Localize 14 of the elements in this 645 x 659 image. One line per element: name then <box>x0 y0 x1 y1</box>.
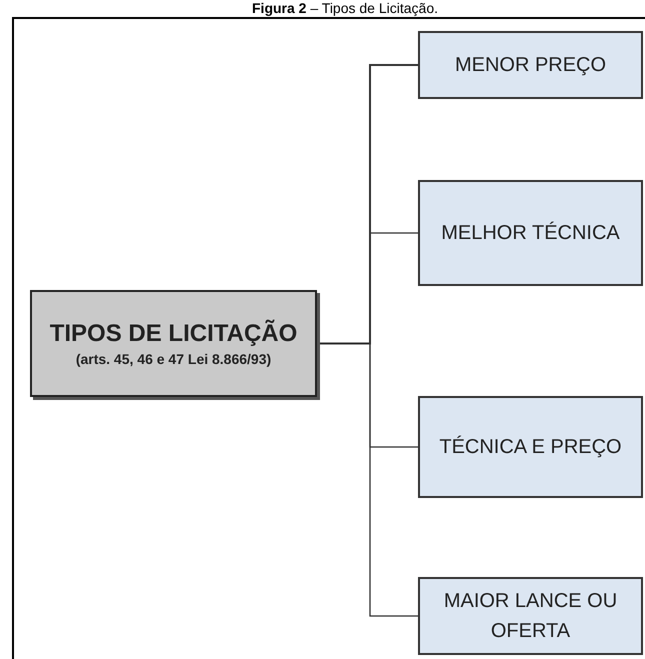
connector-line <box>317 342 418 617</box>
root-title: TIPOS DE LICITAÇÃO <box>50 318 298 348</box>
category-box <box>418 180 643 286</box>
root-box <box>30 290 317 397</box>
category-box <box>418 31 643 99</box>
category-box <box>418 577 643 655</box>
root-subtitle: (arts. 45, 46 e 47 Lei 8.866/93) <box>76 350 272 368</box>
figure-title: Figura 2 – Tipos de Licitação. <box>251 0 439 16</box>
category-label: MELHOR TÉCNICA <box>440 220 621 246</box>
category-label: MENOR PREÇO <box>454 53 608 78</box>
category-label: TÉCNICA E PREÇO <box>438 434 623 460</box>
connector-line <box>317 64 418 344</box>
category-box <box>418 396 643 498</box>
category-label: MAIOR LANCE OU OFERTA <box>442 589 618 644</box>
